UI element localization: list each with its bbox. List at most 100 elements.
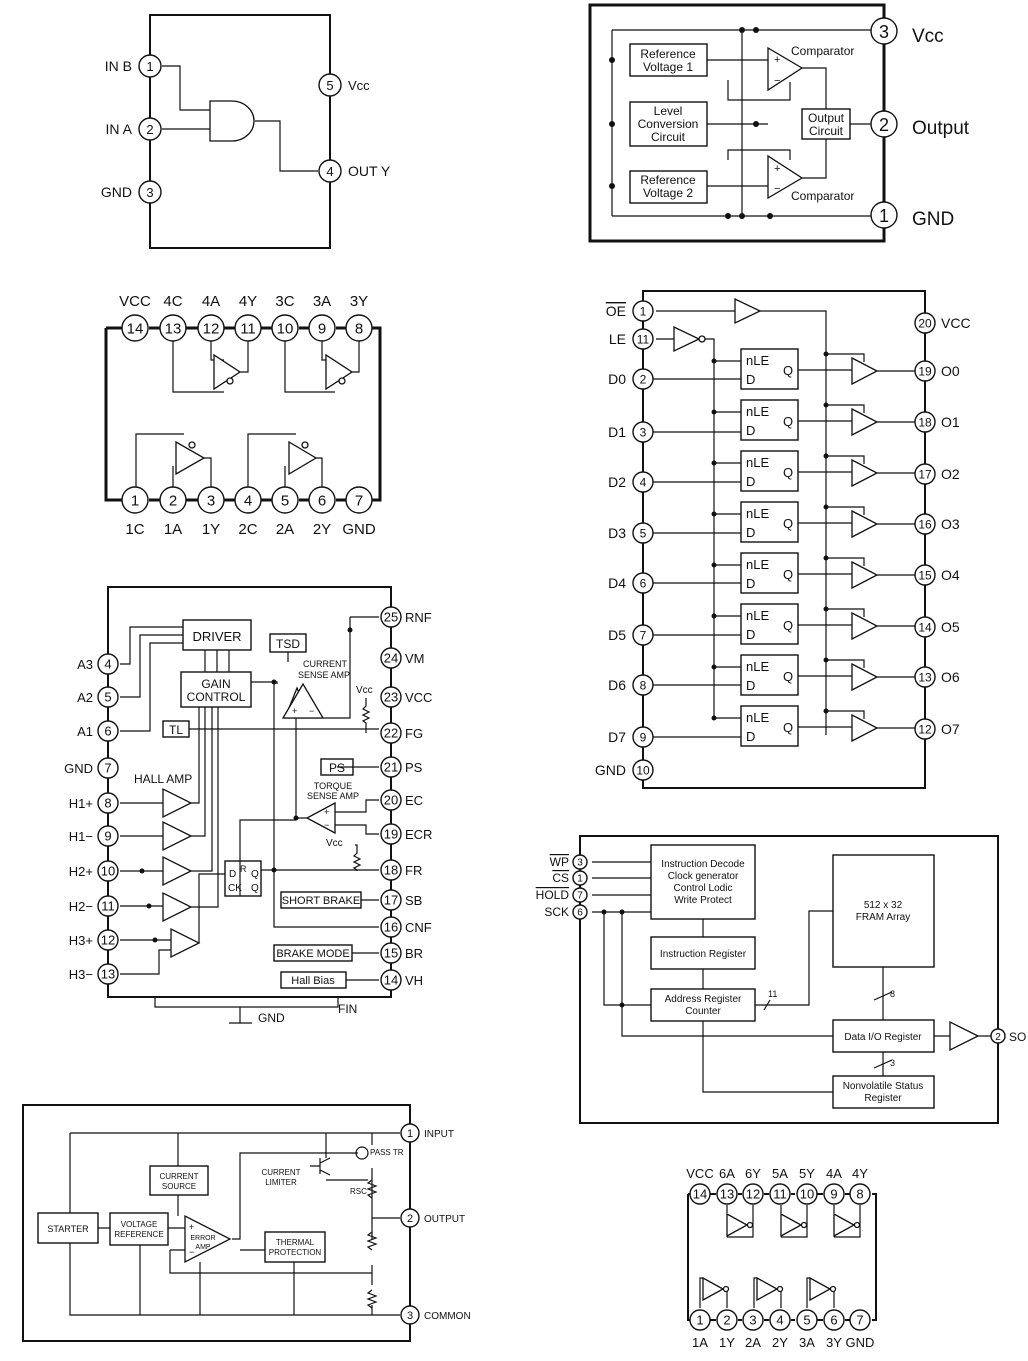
svg-text:STARTER: STARTER xyxy=(47,1224,89,1234)
svg-text:4Y: 4Y xyxy=(239,293,257,310)
output-circuit-block xyxy=(801,108,851,140)
svg-text:Q: Q xyxy=(783,465,793,480)
svg-text:Instruction Decode: Instruction Decode xyxy=(661,859,745,870)
svg-text:GND: GND xyxy=(64,761,93,776)
svg-text:4A: 4A xyxy=(202,293,220,310)
latch-left-pin-2: 2D0 xyxy=(608,368,654,390)
and-pin-2: 2 IN A xyxy=(106,117,162,141)
vcc-label-1: Vcc xyxy=(356,685,373,696)
svg-text:21: 21 xyxy=(384,760,398,775)
svg-text:14: 14 xyxy=(918,620,932,634)
svg-text:D2: D2 xyxy=(608,474,626,490)
fram-left-pin-1: 1CS xyxy=(552,870,588,886)
instruction-register-block xyxy=(650,936,756,970)
hall-amp-label: HALL AMP xyxy=(134,772,192,786)
motor-left-pins: 4A35A26A17GND8H1+9H1−10H2+11H2−12H3+13H3… xyxy=(64,653,119,985)
svg-text:9: 9 xyxy=(318,320,326,337)
starter-block xyxy=(37,1212,99,1244)
comparator-pin-3: 3 Vcc xyxy=(870,17,944,47)
svg-text:BRAKE MODE: BRAKE MODE xyxy=(276,948,349,960)
fram-pin-2: 2 SO xyxy=(990,1028,1026,1044)
svg-text:5A: 5A xyxy=(772,1166,788,1181)
svg-text:CNF: CNF xyxy=(405,920,432,935)
svg-text:Control Lodic: Control Lodic xyxy=(674,883,733,894)
svg-text:−: − xyxy=(774,75,780,87)
svg-text:2Y: 2Y xyxy=(772,1335,788,1350)
svg-text:D: D xyxy=(746,627,755,642)
svg-text:D: D xyxy=(746,729,755,744)
inverter-bottom-pin-5: 63Y xyxy=(823,1309,845,1350)
svg-text:Circuit: Circuit xyxy=(809,124,844,138)
svg-text:Nonvolatile Status: Nonvolatile Status xyxy=(843,1081,924,1092)
svg-text:19: 19 xyxy=(384,827,398,842)
svg-text:16: 16 xyxy=(384,920,398,935)
and-gate-diagram: 1 IN B 2 IN A 3 GND 4 OUT Y 5 Vcc xyxy=(101,14,391,249)
svg-text:A3: A3 xyxy=(77,657,93,672)
svg-text:Circuit: Circuit xyxy=(651,130,686,144)
oe-buffer-symbol xyxy=(734,297,762,325)
svg-text:nLE: nLE xyxy=(746,659,769,674)
svg-text:3: 3 xyxy=(207,492,215,509)
svg-text:PS: PS xyxy=(405,760,423,775)
svg-text:4: 4 xyxy=(776,1313,783,1328)
svg-text:1C: 1C xyxy=(125,521,144,538)
svg-text:TL: TL xyxy=(169,723,183,737)
error-amp-symbol xyxy=(184,1214,232,1264)
svg-text:D5: D5 xyxy=(608,627,626,643)
svg-text:3C: 3C xyxy=(275,293,294,310)
buffer-bottom-pin-5: 62Y xyxy=(308,486,336,538)
svg-text:5: 5 xyxy=(104,690,111,705)
regulator-diagram: STARTER VOLTAGE REFERENCE CURRENT SOURCE… xyxy=(22,1104,471,1342)
svg-text:14: 14 xyxy=(384,973,398,988)
svg-text:Q: Q xyxy=(783,618,793,633)
svg-text:O1: O1 xyxy=(941,414,960,430)
svg-text:10: 10 xyxy=(277,320,294,337)
svg-text:13: 13 xyxy=(918,670,932,684)
comparator-top-symbol xyxy=(767,46,804,92)
buffer-bottom-pin-3: 42C xyxy=(234,486,262,538)
svg-text:1: 1 xyxy=(407,1128,413,1140)
svg-text:BR: BR xyxy=(405,946,423,961)
svg-text:2: 2 xyxy=(995,1032,1001,1043)
motor-driver-diagram: DRIVER GAIN CONTROL TSD CURRENT SENSE AM… xyxy=(64,586,432,1025)
svg-text:6: 6 xyxy=(104,724,111,739)
svg-text:D: D xyxy=(746,423,755,438)
svg-text:6: 6 xyxy=(318,492,326,509)
reference-voltage-2-block xyxy=(629,170,708,204)
svg-text:VH: VH xyxy=(405,973,423,988)
svg-text:3A: 3A xyxy=(799,1335,815,1350)
svg-text:14: 14 xyxy=(127,320,144,337)
svg-text:D: D xyxy=(746,678,755,693)
svg-text:3A: 3A xyxy=(313,293,331,310)
svg-text:VOLTAGE: VOLTAGE xyxy=(121,1220,158,1229)
svg-text:GAIN: GAIN xyxy=(201,677,230,691)
latch-left-pin-6: 6D4 xyxy=(608,572,654,594)
and-pin-3: 3 GND xyxy=(101,180,162,204)
latch-left-pin-9: 9D7 xyxy=(608,726,654,748)
svg-text:VCC: VCC xyxy=(405,690,432,705)
latch-left-pin-0: 1OE xyxy=(606,300,654,322)
svg-text:12: 12 xyxy=(101,933,115,948)
svg-text:25: 25 xyxy=(384,610,398,625)
svg-text:RNF: RNF xyxy=(405,610,432,625)
svg-text:O2: O2 xyxy=(941,466,960,482)
inverter-bottom-pin-2: 32A xyxy=(742,1309,764,1350)
instruction-decode-block xyxy=(650,844,756,920)
svg-text:5: 5 xyxy=(803,1313,810,1328)
svg-text:CURRENT: CURRENT xyxy=(303,659,348,669)
svg-text:6: 6 xyxy=(830,1313,837,1328)
